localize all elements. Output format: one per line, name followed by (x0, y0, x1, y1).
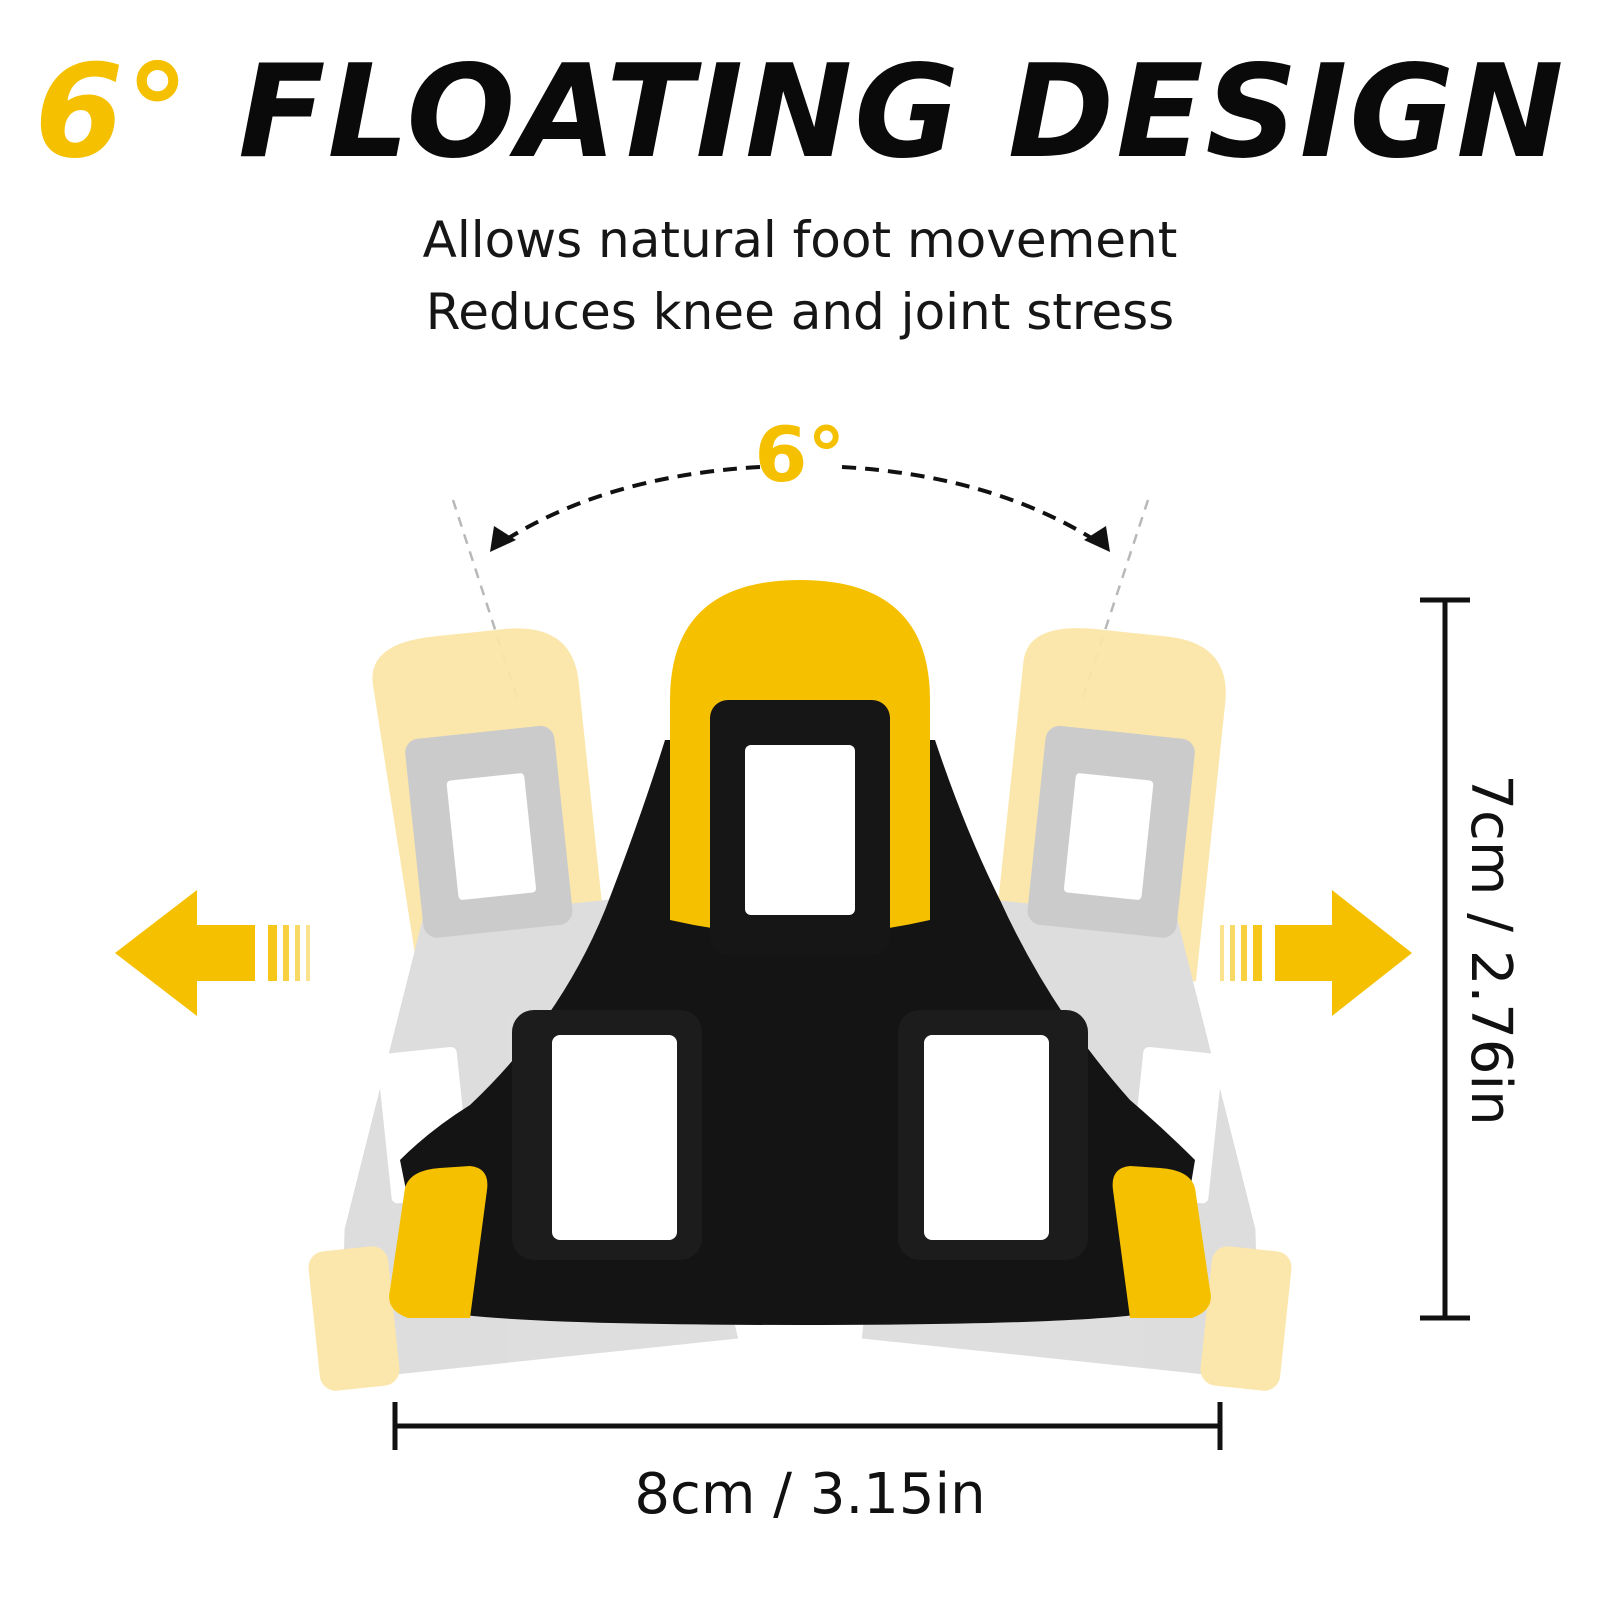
width-dimension-bar (392, 1402, 1223, 1450)
height-label: 7cm / 2.76in (1458, 774, 1523, 1126)
float-arc-arrow-icon (490, 465, 1110, 552)
headline-accent: 6° (34, 38, 192, 187)
subline-stress: Reduces knee and joint stress (425, 283, 1175, 341)
headline: 6° FLOATING DESIGN (0, 38, 1600, 188)
subline-movement: Allows natural foot movement (422, 211, 1178, 269)
width-label: 8cm / 3.15in (634, 1462, 986, 1527)
headline-text: FLOATING DESIGN (238, 38, 1566, 187)
main-cleat (389, 580, 1211, 1325)
arrow-left-icon (115, 890, 310, 1016)
height-dimension-bar (1420, 597, 1470, 1321)
arrow-right-icon (1220, 890, 1412, 1016)
angle-label: 6° (754, 410, 846, 499)
